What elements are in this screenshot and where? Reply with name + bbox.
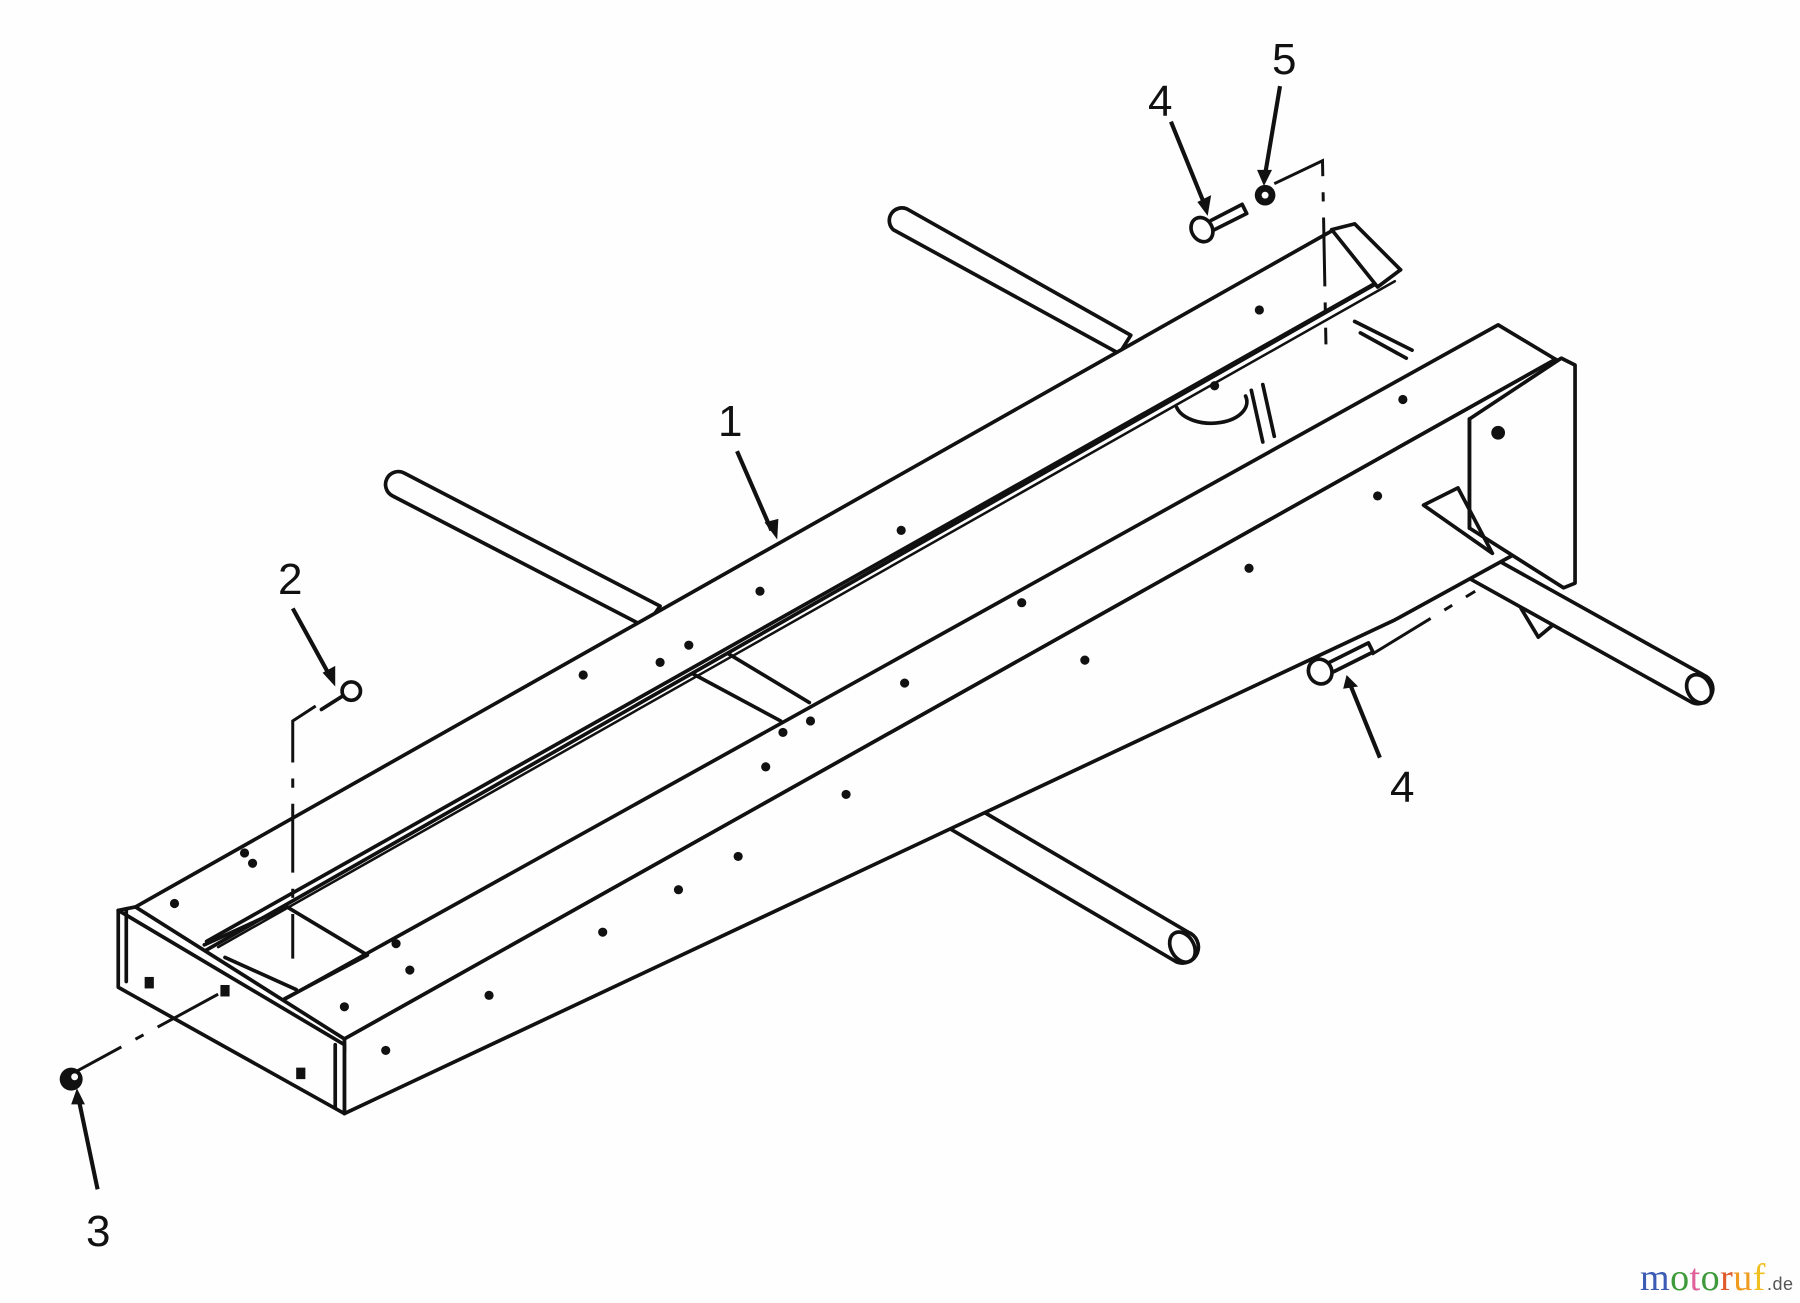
frame — [116, 222, 1577, 1116]
motoruf-watermark-logo: motoruf.de — [1640, 1256, 1793, 1300]
logo-letter: u — [1733, 1257, 1753, 1299]
nut-3 — [59, 1067, 83, 1091]
leader-arrows — [71, 85, 1382, 1190]
callout-5: 5 — [1272, 35, 1297, 84]
callout-4-top: 4 — [1148, 77, 1173, 126]
bolt-4-top — [1189, 202, 1249, 244]
callout-1: 1 — [718, 397, 743, 446]
logo-letter: o — [1670, 1257, 1690, 1299]
bolt-2 — [319, 680, 363, 712]
cross-tube-rear-upper — [887, 206, 1133, 356]
logo-suffix: .de — [1766, 1274, 1794, 1294]
logo-letter: t — [1689, 1257, 1701, 1299]
logo-letter: f — [1752, 1257, 1766, 1299]
callout-2: 2 — [278, 555, 303, 604]
bolt-4-side — [1306, 641, 1375, 686]
frame-holes — [144, 305, 1506, 1080]
callout-4-side: 4 — [1390, 763, 1415, 812]
logo-letter: m — [1640, 1257, 1671, 1299]
logo-letter: r — [1720, 1257, 1734, 1299]
washer-5 — [1254, 184, 1276, 206]
assembly-lines — [50, 158, 1476, 1087]
cross-tube-front-upper — [383, 469, 812, 723]
callout-3: 3 — [86, 1207, 111, 1256]
logo-letter: o — [1700, 1257, 1721, 1299]
